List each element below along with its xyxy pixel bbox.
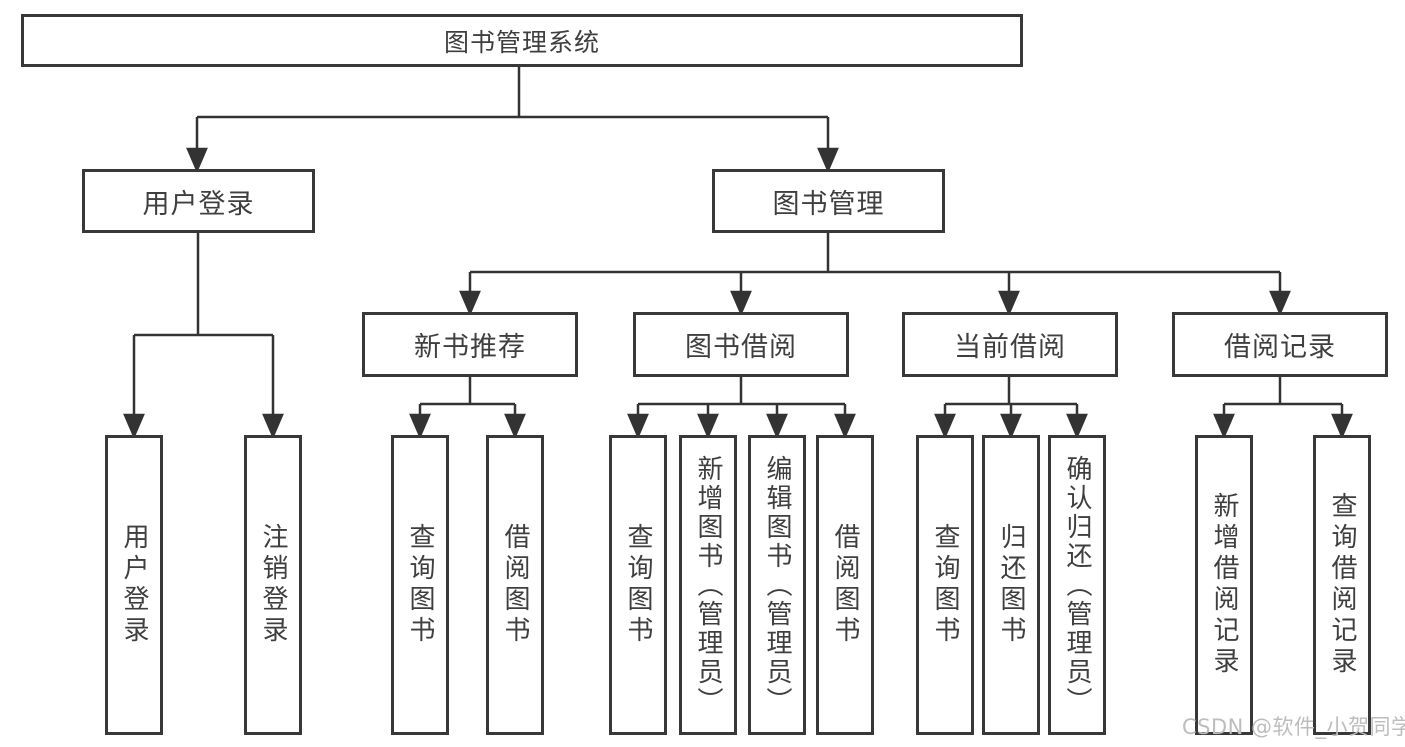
- node-label: 确认归还（管理员）: [1062, 454, 1092, 716]
- node-label: 编辑图书（管理员）: [762, 454, 792, 716]
- node-leaf-borrow-books-newrec: 借阅图书: [486, 435, 544, 735]
- node-leaf-logout: 注销登录: [244, 435, 302, 735]
- connector-current-borrow-children: [934, 377, 1088, 440]
- node-book-borrowing: 图书借阅: [633, 312, 849, 377]
- node-leaf-query-books-newrec: 查询图书: [391, 435, 449, 735]
- node-leaf-borrow-books: 借阅图书: [816, 435, 874, 735]
- node-leaf-query-books-current: 查询图书: [916, 435, 974, 735]
- node-label: 图书管理系统: [443, 27, 600, 57]
- node-label: 新增借阅记录: [1209, 492, 1239, 678]
- node-current-borrowing: 当前借阅: [902, 312, 1118, 377]
- connector-book-management-children: [459, 233, 1291, 317]
- connector-new-book-children: [409, 377, 526, 440]
- node-label: 借阅图书: [830, 523, 860, 647]
- node-label: 借阅图书: [500, 523, 530, 647]
- node-label: 图书管理: [772, 188, 885, 220]
- node-library-management-system: 图书管理系统: [21, 14, 1023, 67]
- node-book-management: 图书管理: [712, 169, 945, 233]
- csdn-watermark: CSDN @软件_小贺同学: [1182, 715, 1405, 739]
- node-label: 借阅记录: [1224, 332, 1336, 363]
- connector-user-login-children: [123, 233, 284, 440]
- node-leaf-query-borrow-record: 查询借阅记录: [1313, 435, 1371, 735]
- node-leaf-edit-books-admin: 编辑图书（管理员）: [748, 435, 806, 735]
- connector-root-to-level1: [186, 67, 839, 174]
- node-label: 归还图书: [996, 523, 1026, 647]
- node-label: 查询图书: [623, 523, 653, 647]
- node-label: 注销登录: [258, 523, 288, 647]
- node-label: 新增图书（管理员）: [693, 454, 723, 716]
- node-label: 当前借阅: [954, 332, 1066, 363]
- connector-book-borrow-children: [627, 377, 856, 440]
- node-leaf-return-books: 归还图书: [982, 435, 1040, 735]
- node-label: 查询图书: [930, 523, 960, 647]
- node-user-login: 用户登录: [82, 169, 315, 233]
- node-label: 新书推荐: [414, 332, 526, 363]
- node-leaf-query-books-borrow: 查询图书: [609, 435, 667, 735]
- node-leaf-add-borrow-record: 新增借阅记录: [1195, 435, 1253, 735]
- connector-borrow-records-children: [1213, 377, 1353, 440]
- node-label: 用户登录: [119, 523, 149, 647]
- node-label: 查询图书: [405, 523, 435, 647]
- node-leaf-add-books-admin: 新增图书（管理员）: [679, 435, 737, 735]
- node-new-book-recommendation: 新书推荐: [362, 312, 578, 377]
- node-label: 查询借阅记录: [1327, 492, 1357, 678]
- node-label: 用户登录: [142, 188, 255, 220]
- node-leaf-confirm-return-admin: 确认归还（管理员）: [1048, 435, 1106, 735]
- node-label: 图书借阅: [685, 332, 797, 363]
- node-borrowing-records: 借阅记录: [1172, 312, 1388, 377]
- node-leaf-user-login: 用户登录: [105, 435, 163, 735]
